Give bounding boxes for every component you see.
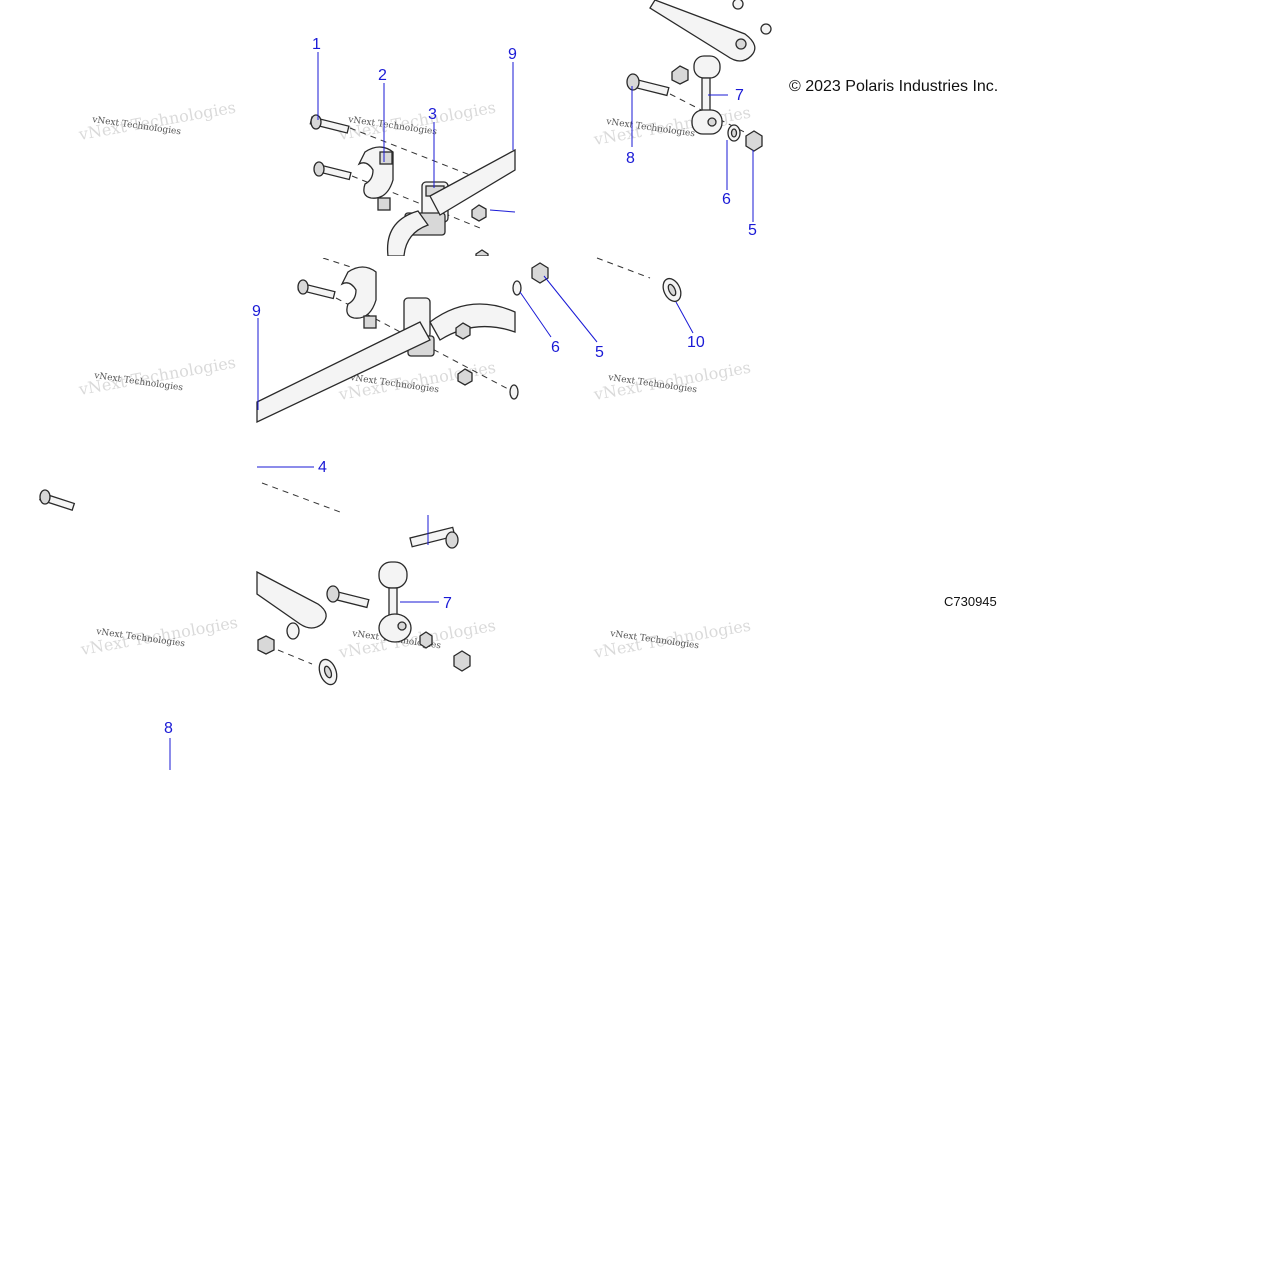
clamp-half-lower	[340, 266, 377, 319]
tile-link-assembly-top	[626, 0, 772, 152]
bolt-2	[313, 161, 352, 181]
bolt-link-top	[626, 73, 670, 97]
callout-8-lower: 8	[164, 720, 173, 737]
drawing-number: C730945	[944, 594, 997, 609]
copyright-notice: © 2023 Polaris Industries Inc.	[789, 78, 998, 95]
callouts: 1 2 3 9 7 8 6 5 6 5 10 9 4 7 8	[164, 36, 757, 737]
callout-3: 3	[428, 106, 437, 123]
control-arm-lower	[256, 570, 327, 629]
stabilizer-bar-mid	[256, 321, 431, 424]
callout-9-mid: 9	[252, 303, 261, 320]
stabilizer-link-lower	[378, 561, 412, 643]
leader-lines	[169, 52, 754, 770]
control-arm-top	[649, 0, 756, 62]
tile-clamp-assembly-lower	[256, 257, 519, 424]
bolt-link-lower-1	[326, 585, 370, 609]
watermarks: vNext Technologies vNext Technologies vN…	[76, 98, 752, 662]
callout-1: 1	[312, 36, 321, 53]
callout-4: 4	[318, 459, 327, 476]
callout-7-lower: 7	[443, 595, 452, 612]
callout-9-top: 9	[508, 46, 517, 63]
callout-6-mid: 6	[551, 339, 560, 356]
bolt-loose-left	[39, 489, 76, 511]
callout-5-mid: 5	[595, 344, 604, 361]
nut-mid-2	[457, 368, 473, 386]
tile-hardware-middle	[512, 257, 682, 303]
stabilizer-bar-top	[429, 148, 516, 216]
bolt-link-lower-2	[409, 526, 459, 549]
nut-5-lower	[453, 650, 471, 672]
stabilizer-link	[671, 55, 723, 135]
callout-2: 2	[378, 67, 387, 84]
nut-mid-1	[455, 322, 471, 340]
nut-top-1	[471, 204, 487, 222]
callout-5-top: 5	[748, 222, 757, 239]
callout-8-top: 8	[626, 150, 635, 167]
callout-7-top: 7	[735, 87, 744, 104]
tile-clamp-assembly-top	[309, 114, 516, 257]
tile-edge-mask	[257, 256, 515, 258]
callout-6-top: 6	[722, 191, 731, 208]
nut-top-2	[475, 249, 489, 257]
tile-link-assembly-lower	[256, 482, 471, 686]
nut-5-mid	[531, 262, 549, 284]
callout-10: 10	[687, 334, 705, 351]
nut-5-top	[745, 130, 763, 152]
bolt-3	[297, 279, 336, 300]
washer-6-mid	[512, 280, 522, 296]
